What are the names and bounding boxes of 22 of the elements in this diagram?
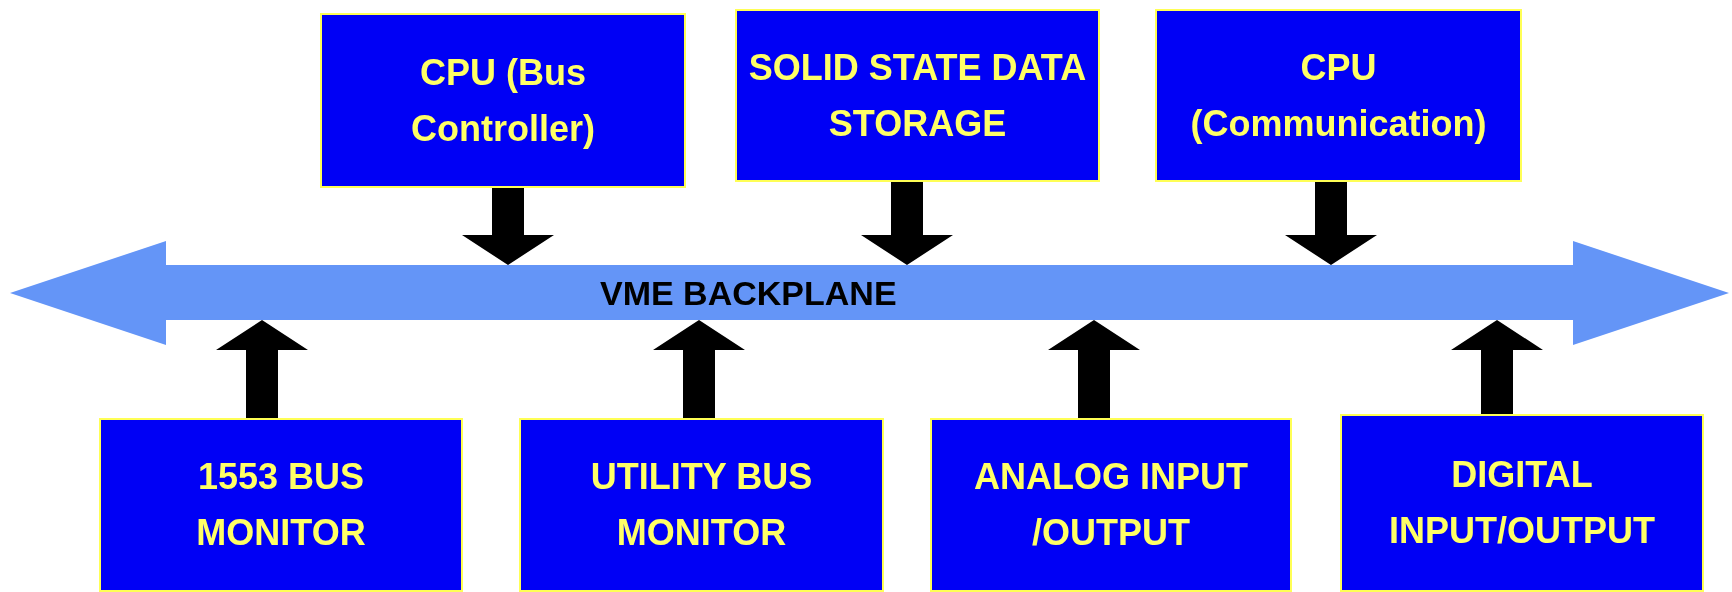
block-arrow	[1285, 182, 1377, 265]
bus-label: VME BACKPLANE	[600, 273, 897, 313]
module-box	[930, 418, 1292, 592]
block-arrow	[861, 182, 953, 265]
module-label: ANALOG INPUT /OUTPUT	[973, 455, 1249, 555]
module-label: CPU (Communication)	[1189, 45, 1488, 146]
block-arrow	[216, 320, 308, 418]
module-box	[1340, 414, 1704, 592]
module-box	[1155, 9, 1522, 182]
module-box	[735, 9, 1100, 182]
block-arrow	[653, 320, 745, 418]
module-box	[519, 418, 884, 592]
module-label: 1553 BUS MONITOR	[195, 455, 367, 555]
block-arrow	[1048, 320, 1140, 418]
module-label: SOLID STATE DATA STORAGE	[747, 45, 1088, 146]
module-label: CPU (Bus Controller)	[410, 50, 596, 151]
module-box	[320, 13, 686, 188]
block-arrow	[462, 188, 554, 265]
block-arrow	[1451, 320, 1543, 414]
module-label: UTILITY BUS MONITOR	[589, 455, 814, 555]
module-box	[99, 418, 463, 592]
module-label: DIGITAL INPUT/OUTPUT	[1388, 453, 1656, 553]
